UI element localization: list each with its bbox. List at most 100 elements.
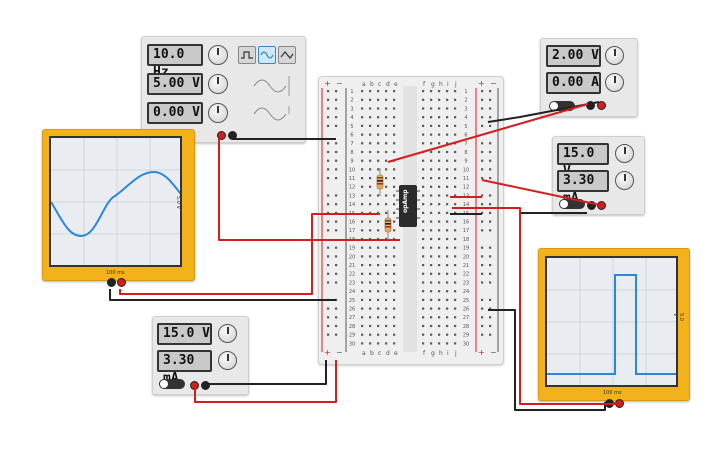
breadboard-hole [438, 307, 441, 310]
oscilloscope-left-positive-terminal[interactable] [117, 278, 126, 287]
column-letter: i [447, 81, 449, 88]
power-supply-right-positive-terminal[interactable] [597, 201, 606, 210]
resistor-r1-band [377, 177, 383, 179]
row-number: 2 [350, 98, 353, 104]
rail-hole [489, 90, 492, 93]
sine-wave-button[interactable] [258, 46, 276, 64]
rail-hole [327, 255, 330, 258]
rail-hole [335, 281, 338, 284]
power-supply-bottom-negative-terminal[interactable] [201, 381, 210, 390]
rail-hole [327, 246, 330, 249]
triangle-wave-button[interactable] [278, 46, 296, 64]
resistor-r2-band [385, 229, 391, 231]
column-letter: i [447, 350, 449, 357]
rail-hole [335, 107, 338, 110]
rail-hole [335, 246, 338, 249]
frequency-knob[interactable] [208, 45, 228, 65]
power-supply-top-toggle[interactable] [549, 101, 575, 111]
breadboard-hole [361, 98, 364, 101]
column-letter: g [431, 350, 435, 357]
rail-hole [489, 168, 492, 171]
offset-display[interactable]: 0.00 V [147, 102, 203, 124]
row-number: 7 [350, 141, 353, 147]
power-supply-top-current[interactable]: 0.00 A [546, 72, 601, 94]
amplitude-diagram-icon [253, 76, 290, 96]
breadboard-hole [454, 316, 457, 319]
opamp-chip[interactable]: opAmp [399, 185, 417, 227]
rail-hole [489, 194, 492, 197]
power-supply-right-voltage-knob[interactable] [615, 144, 634, 163]
breadboard-hole [438, 116, 441, 119]
row-number: 16 [463, 220, 469, 226]
breadboard-hole [369, 342, 372, 345]
oscilloscope-left-negative-terminal[interactable] [107, 278, 116, 287]
breadboard-hole [393, 203, 396, 206]
breadboard-hole [361, 333, 364, 336]
breadboard-hole [361, 264, 364, 267]
wire-scope-right-signal [452, 207, 616, 405]
breadboard-hole [430, 142, 433, 145]
oscilloscope-left-screen [49, 136, 182, 267]
breadboard-hole [422, 185, 425, 188]
rail-hole [335, 316, 338, 319]
breadboard-hole [385, 124, 388, 127]
breadboard-hole [438, 150, 441, 154]
power-supply-bottom-voltage[interactable]: 15.0 V [157, 323, 212, 345]
rail-hole [481, 264, 484, 267]
rail-hole [489, 211, 492, 214]
breadboard-hole [361, 229, 364, 232]
breadboard-hole [361, 116, 364, 119]
power-supply-top-positive-terminal[interactable] [597, 101, 606, 110]
breadboard-hole [446, 185, 449, 188]
oscilloscope-right: 100 ms 5.0 V [538, 248, 690, 408]
rail-hole [327, 150, 330, 154]
offset-knob[interactable] [208, 103, 228, 123]
opamp-pin [417, 208, 420, 210]
rail-hole [327, 203, 330, 206]
power-supply-top-current-knob[interactable] [605, 73, 624, 92]
breadboard-hole [385, 255, 388, 258]
breadboard-hole [369, 168, 372, 171]
breadboard-hole [430, 185, 433, 188]
rail-hole [335, 116, 338, 119]
power-supply-right-toggle[interactable] [559, 199, 585, 209]
amplitude-display[interactable]: 5.00 V [147, 73, 203, 95]
rail-hole [335, 194, 338, 197]
power-supply-top-negative-terminal[interactable] [586, 101, 595, 110]
rail-hole [335, 150, 338, 154]
rail-hole [481, 211, 484, 214]
breadboard-hole [369, 203, 372, 206]
breadboard-hole [430, 124, 433, 127]
breadboard-hole [438, 324, 441, 328]
rail-hole [489, 316, 492, 319]
breadboard-hole [377, 203, 380, 206]
breadboard-hole [454, 324, 457, 328]
power-supply-right-current-knob[interactable] [615, 171, 634, 190]
breadboard-hole [422, 133, 425, 136]
breadboard-hole [438, 177, 441, 180]
power-supply-top-voltage[interactable]: 2.00 V [546, 45, 601, 67]
breadboard-hole [430, 90, 433, 93]
power-supply-right-negative-terminal[interactable] [587, 201, 596, 210]
power-supply-bottom-toggle[interactable] [159, 379, 185, 389]
rail-hole [327, 177, 330, 180]
breadboard-hole [454, 246, 457, 249]
breadboard-hole [438, 220, 441, 223]
power-supply-bottom-voltage-knob[interactable] [218, 324, 237, 343]
breadboard-hole [422, 124, 425, 127]
square-wave-button[interactable] [238, 46, 256, 64]
function-generator-positive-terminal[interactable] [217, 131, 226, 140]
breadboard-hole [446, 316, 449, 319]
breadboard-hole [361, 159, 364, 162]
breadboard-hole [454, 281, 457, 284]
breadboard-hole [369, 229, 372, 232]
power-supply-top-voltage-knob[interactable] [605, 46, 624, 65]
row-number: 30 [463, 341, 469, 347]
row-number: 4 [464, 115, 467, 121]
opamp-pin [417, 199, 420, 201]
breadboard-hole [438, 98, 441, 101]
row-number: 3 [350, 106, 353, 112]
amplitude-knob[interactable] [208, 74, 228, 94]
power-supply-bottom-current-knob[interactable] [218, 351, 237, 370]
oscilloscope-left-sine-trace [51, 170, 180, 238]
